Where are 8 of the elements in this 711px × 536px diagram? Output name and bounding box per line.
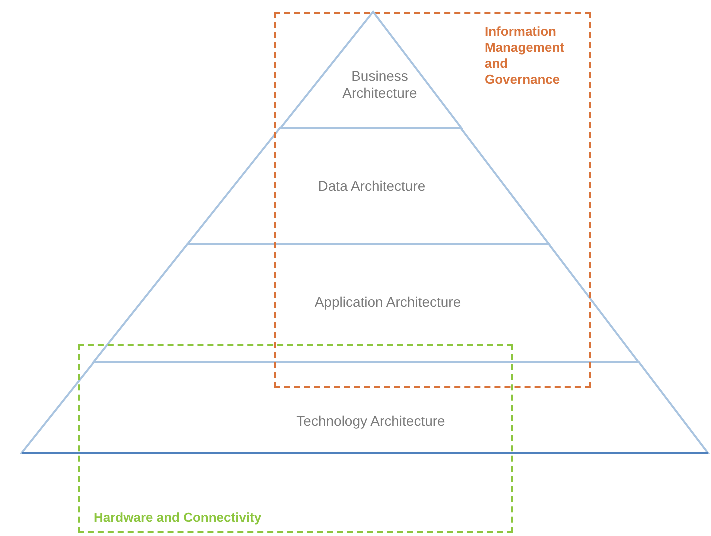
layer-label: Data Architecture [317, 178, 427, 194]
layer-label: Business Architecture [342, 68, 418, 102]
layer-label: Technology Architecture [296, 412, 446, 430]
region-heading: Hardware and Connectivity [94, 510, 263, 526]
region-heading: Information Management and Governance [485, 24, 566, 88]
dashed-region [78, 344, 513, 533]
dashed-region [274, 12, 591, 388]
layer-label: Application Architecture [314, 294, 462, 310]
